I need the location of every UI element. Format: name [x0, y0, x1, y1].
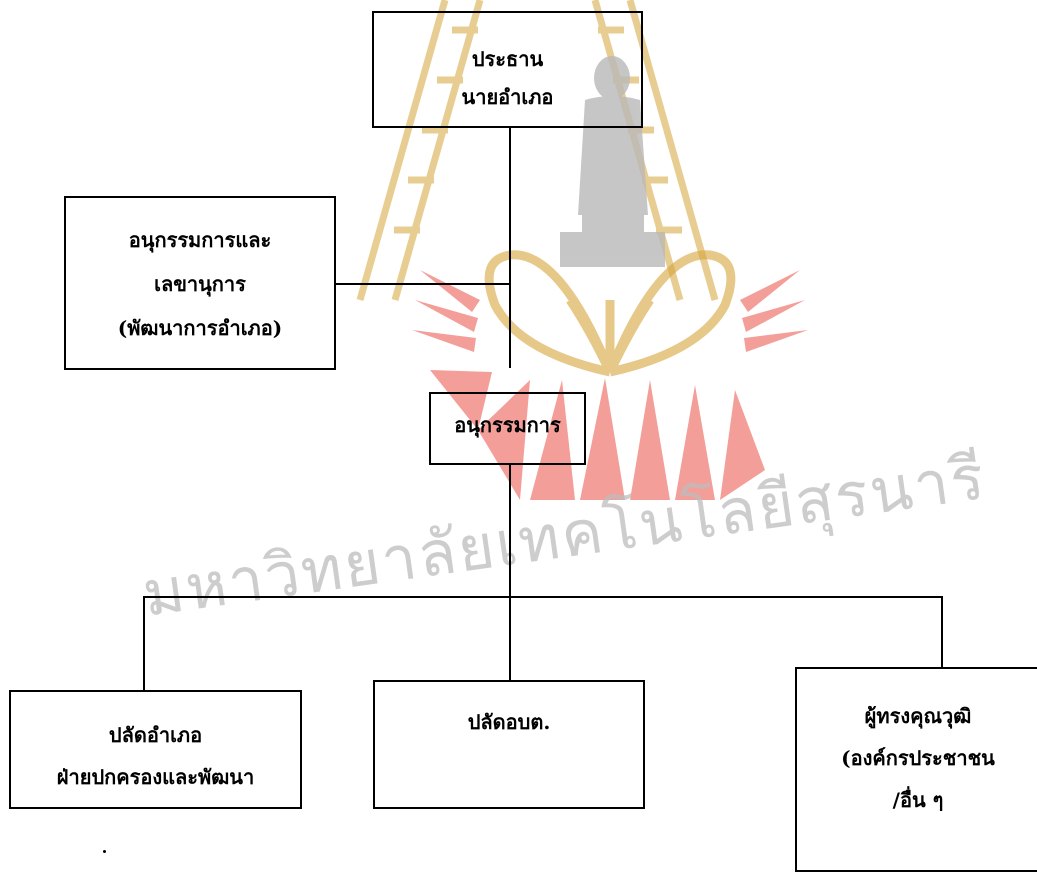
secretary-line-2: เลขานุการ	[154, 272, 246, 296]
member-3-line-2: (องค์กรประชาชน	[841, 746, 995, 770]
logo-red-rays	[412, 270, 808, 500]
logo-statue	[560, 56, 665, 267]
secretary-line-1: อนุกรรมการและ	[128, 228, 272, 252]
connector-branch-right	[941, 596, 943, 668]
chair-box: ประธาน นายอำเภอ	[372, 11, 643, 128]
member-1-line-2: ฝ่ายปกครองและพัฒนา	[56, 765, 255, 789]
member-2-line-1: ปลัดอบต.	[467, 710, 551, 734]
connector-secretary	[335, 283, 511, 285]
member-box-sao-officer: ปลัดอบต.	[373, 680, 645, 809]
chair-position: นายอำเภอ	[461, 85, 554, 109]
member-box-district-officer: ปลัดอำเภอ ฝ่ายปกครองและพัฒนา	[9, 690, 302, 809]
connector-subcommittee-down	[509, 464, 511, 598]
connector-chair-down	[509, 127, 511, 368]
secretary-box: อนุกรรมการและ เลขานุการ (พัฒนาการอำเภอ)	[64, 196, 336, 370]
member-1-line-1: ปลัดอำเภอ	[108, 723, 203, 747]
member-3-line-3: /อื่น ๆ	[892, 788, 944, 812]
connector-branch-center	[509, 596, 511, 681]
subcommittee-label: อนุกรรมการ	[454, 413, 561, 437]
stray-dot	[103, 850, 106, 853]
secretary-line-3: (พัฒนาการอำเภอ)	[117, 316, 283, 340]
member-box-qualified-persons: ผู้ทรงคุณวุฒิ (องค์กรประชาชน /อื่น ๆ	[795, 667, 1037, 872]
member-3-line-1: ผู้ทรงคุณวุฒิ	[864, 704, 972, 728]
connector-branch-left	[143, 596, 145, 691]
chair-title: ประธาน	[471, 47, 544, 71]
connector-branch-horizontal	[143, 596, 943, 598]
subcommittee-box: อนุกรรมการ	[429, 392, 586, 465]
logo-leaf-ring	[484, 250, 736, 377]
